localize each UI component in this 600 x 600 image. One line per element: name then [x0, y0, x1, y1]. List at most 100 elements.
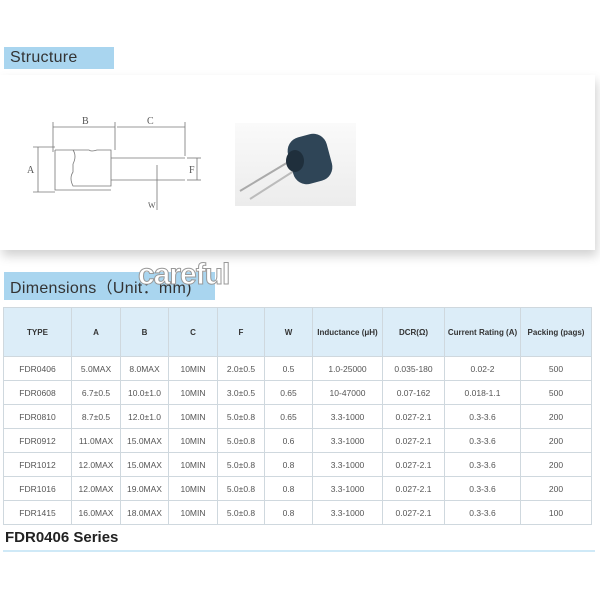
- table-cell: 15.0MAX: [120, 452, 169, 477]
- table-cell: 5.0±0.8: [217, 452, 265, 477]
- table-cell: 10MIN: [168, 356, 218, 381]
- table-cell: 500: [520, 380, 592, 405]
- label-f: F: [189, 165, 195, 176]
- label-a: A: [27, 165, 35, 176]
- table-cell: 0.6: [264, 428, 313, 453]
- table-cell: 12.0MAX: [71, 476, 121, 501]
- table-cell: 3.3-1000: [312, 452, 383, 477]
- table-cell: 10-47000: [312, 380, 383, 405]
- table-cell: 19.0MAX: [120, 476, 169, 501]
- column-header: W: [264, 307, 313, 357]
- table-cell: 5.0±0.8: [217, 476, 265, 501]
- column-header: TYPE: [3, 307, 72, 357]
- column-header: B: [120, 307, 169, 357]
- table-cell: FDR0608: [3, 380, 72, 405]
- table-cell: 0.027-2.1: [382, 404, 445, 429]
- table-cell: FDR1012: [3, 452, 72, 477]
- table-cell: 0.65: [264, 380, 313, 405]
- table-cell: 0.07-162: [382, 380, 445, 405]
- table-cell: FDR0406: [3, 356, 72, 381]
- table-cell: 0.027-2.1: [382, 476, 445, 501]
- table-cell: 16.0MAX: [71, 500, 121, 525]
- label-c: C: [147, 116, 154, 127]
- table-cell: 0.3-3.6: [444, 476, 521, 501]
- table-cell: 0.02-2: [444, 356, 521, 381]
- column-header: DCR(Ω): [382, 307, 445, 357]
- table-cell: 0.3-3.6: [444, 428, 521, 453]
- table-cell: 500: [520, 356, 592, 381]
- table-cell: 10MIN: [168, 452, 218, 477]
- table-cell: 3.3-1000: [312, 476, 383, 501]
- table-cell: 12.0MAX: [71, 452, 121, 477]
- table-cell: 0.018-1.1: [444, 380, 521, 405]
- table-cell: 100: [520, 500, 592, 525]
- structure-heading: Structure: [4, 47, 114, 69]
- table-cell: 200: [520, 476, 592, 501]
- table-cell: FDR0810: [3, 404, 72, 429]
- table-cell: 2.0±0.5: [217, 356, 265, 381]
- label-b: B: [82, 116, 89, 127]
- table-cell: 5.0±0.8: [217, 404, 265, 429]
- table-cell: 0.65: [264, 404, 313, 429]
- watermark: careful: [137, 258, 230, 292]
- table-cell: 0.8: [264, 476, 313, 501]
- table-cell: 3.3-1000: [312, 500, 383, 525]
- table-cell: 200: [520, 452, 592, 477]
- inductor-dimension-drawing: B C A F W: [27, 116, 201, 210]
- table-cell: 3.0±0.5: [217, 380, 265, 405]
- table-cell: 0.8: [264, 500, 313, 525]
- table-cell: 15.0MAX: [120, 428, 169, 453]
- table-cell: 5.0±0.8: [217, 500, 265, 525]
- table-cell: 10MIN: [168, 476, 218, 501]
- column-header: F: [217, 307, 265, 357]
- table-cell: 0.027-2.1: [382, 452, 445, 477]
- table-cell: 6.7±0.5: [71, 380, 121, 405]
- dimensions-heading: Dimensions（Unit：mm): [4, 272, 215, 300]
- table-cell: 18.0MAX: [120, 500, 169, 525]
- column-header: Current Rating (A): [444, 307, 521, 357]
- table-cell: FDR1016: [3, 476, 72, 501]
- table-cell: 0.3-3.6: [444, 500, 521, 525]
- table-cell: 5.0±0.8: [217, 428, 265, 453]
- column-header: C: [168, 307, 218, 357]
- table-cell: 12.0±1.0: [120, 404, 169, 429]
- table-cell: 0.035-180: [382, 356, 445, 381]
- table-cell: 8.7±0.5: [71, 404, 121, 429]
- label-w: W: [148, 201, 156, 210]
- table-cell: 10MIN: [168, 500, 218, 525]
- table-cell: 1.0-25000: [312, 356, 383, 381]
- table-cell: 0.5: [264, 356, 313, 381]
- column-header: A: [71, 307, 121, 357]
- table-cell: 0.3-3.6: [444, 452, 521, 477]
- table-cell: 0.8: [264, 452, 313, 477]
- column-header: Packing (pags): [520, 307, 592, 357]
- table-cell: 3.3-1000: [312, 428, 383, 453]
- table-cell: 3.3-1000: [312, 404, 383, 429]
- table-cell: FDR1415: [3, 500, 72, 525]
- table-cell: 10MIN: [168, 380, 218, 405]
- inductor-photo: [235, 123, 356, 206]
- table-cell: 200: [520, 404, 592, 429]
- table-cell: 11.0MAX: [71, 428, 121, 453]
- column-header: Inductance (μH): [312, 307, 383, 357]
- table-cell: 8.0MAX: [120, 356, 169, 381]
- table-cell: 0.027-2.1: [382, 428, 445, 453]
- table-cell: 10MIN: [168, 404, 218, 429]
- table-cell: 10MIN: [168, 428, 218, 453]
- table-cell: FDR0912: [3, 428, 72, 453]
- table-cell: 200: [520, 428, 592, 453]
- series-title: FDR0406 Series: [5, 529, 119, 546]
- table-cell: 0.3-3.6: [444, 404, 521, 429]
- table-cell: 10.0±1.0: [120, 380, 169, 405]
- divider: [3, 550, 595, 552]
- table-cell: 0.027-2.1: [382, 500, 445, 525]
- table-cell: 5.0MAX: [71, 356, 121, 381]
